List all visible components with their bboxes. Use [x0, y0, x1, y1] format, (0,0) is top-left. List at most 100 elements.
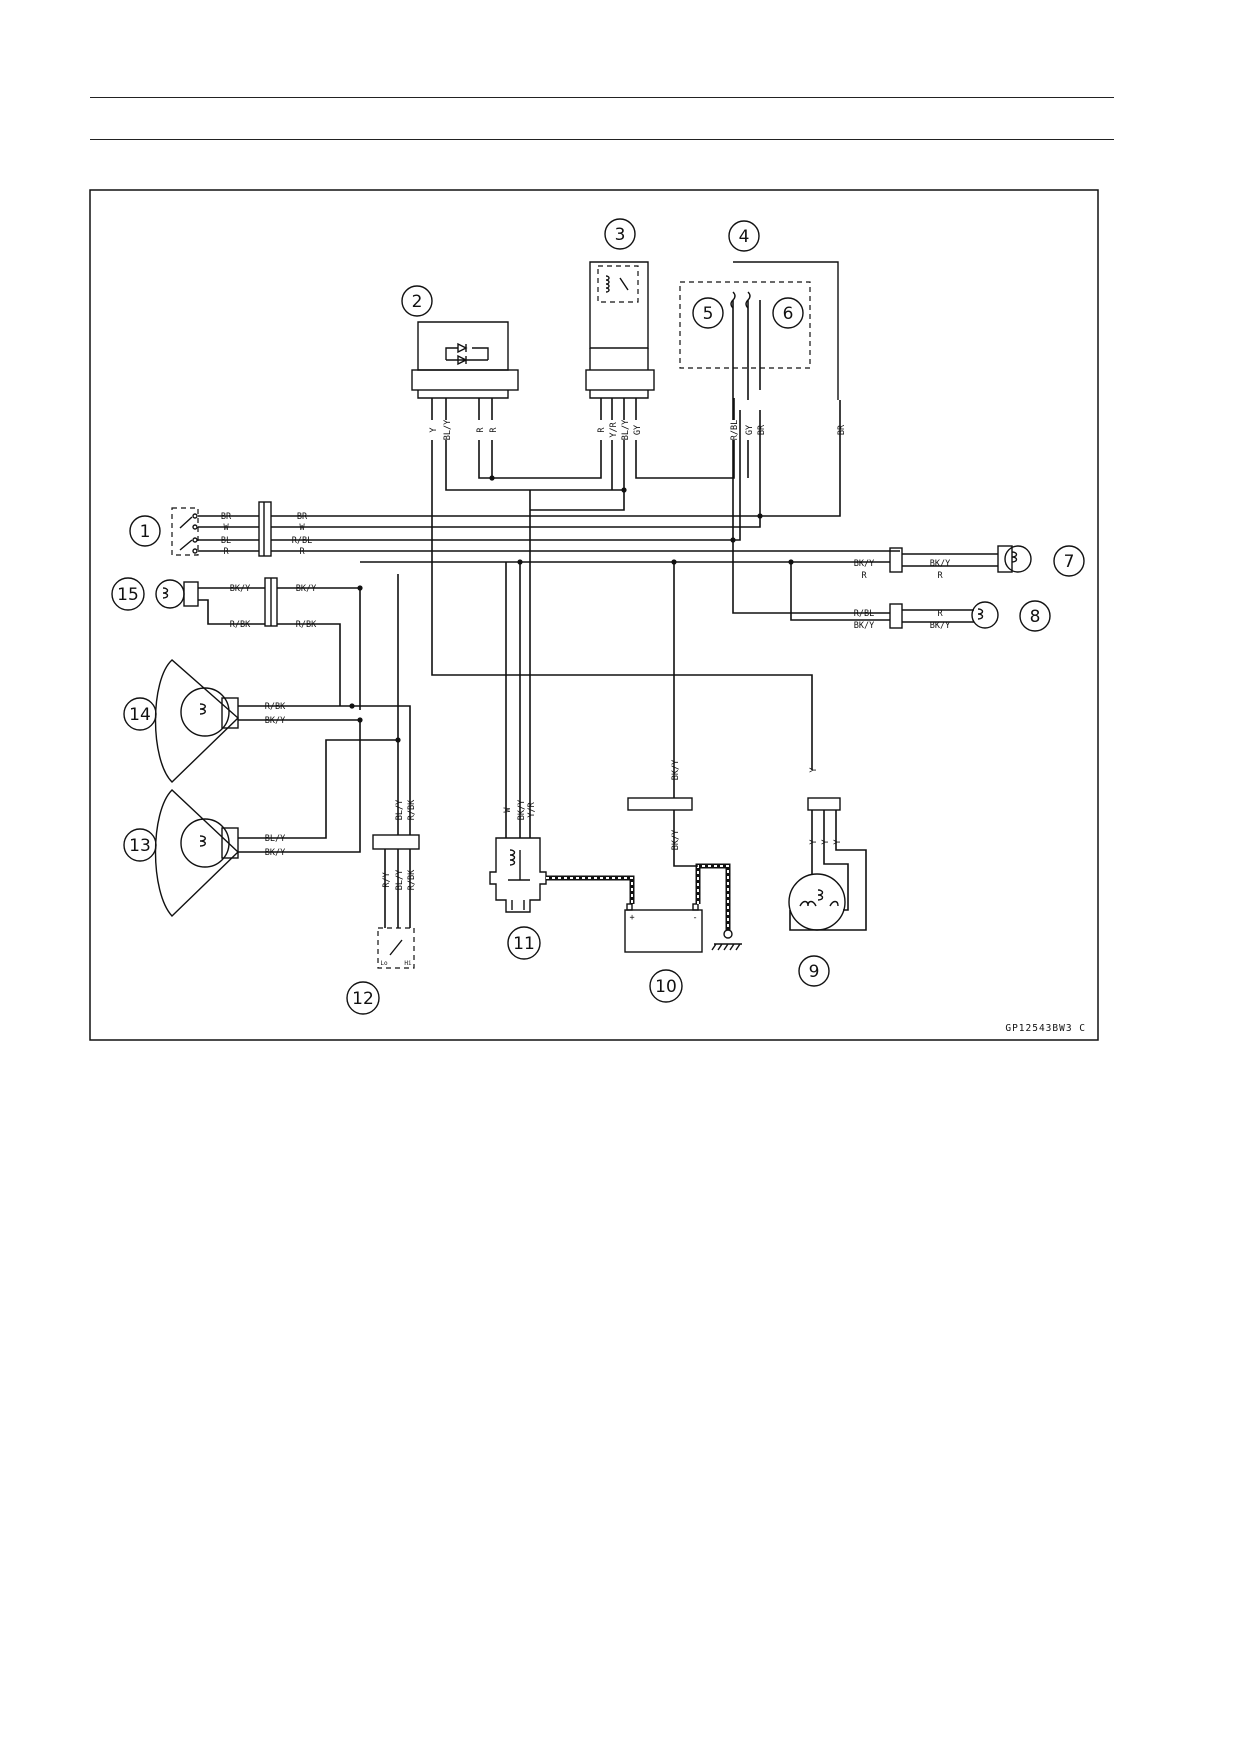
wire-label: BK/Y — [671, 760, 681, 780]
callout-4: 4 — [728, 220, 760, 252]
wire-label: W — [223, 523, 229, 533]
labels-c8: R/BL BK/Y R BK/Y — [854, 609, 950, 631]
callout-1-text: 1 — [140, 522, 151, 542]
callout-7-text: 7 — [1064, 552, 1075, 572]
diagram-frame — [89, 189, 1099, 1041]
callout-4-text: 4 — [739, 227, 750, 247]
wire-label: BR — [221, 512, 232, 522]
labels-c7: BK/Y R BK/Y R — [854, 559, 950, 581]
component-3-relay — [585, 261, 655, 399]
wire-label: R/BK — [296, 620, 317, 630]
labels-switch-left: BR W BL R — [221, 512, 232, 557]
callout-12-text: 12 — [352, 989, 374, 1009]
component-15-lamp — [155, 577, 278, 627]
wire-label: BL/Y — [395, 800, 405, 820]
wire-label: BL/Y — [265, 834, 285, 844]
callout-5: 5 — [692, 297, 724, 329]
wire-label: R — [489, 427, 499, 433]
wire-label: R — [937, 609, 943, 619]
callout-2-text: 2 — [412, 292, 423, 312]
labels-c9: Y Y Y Y — [809, 767, 843, 844]
component-4-fuse-box — [679, 261, 839, 400]
wire-label: R/BL — [854, 609, 874, 619]
wire-label: Y/R — [527, 801, 537, 817]
wire-label: BR — [297, 512, 308, 522]
callout-6: 6 — [772, 297, 804, 329]
callout-14-text: 14 — [129, 705, 151, 725]
callout-13: 13 — [123, 828, 157, 862]
callout-13-text: 13 — [129, 836, 151, 856]
wire-label: BK/Y — [854, 621, 874, 631]
wire-label: W — [299, 523, 305, 533]
component-13-headlight — [154, 789, 240, 918]
labels-c11: W BK/Y Y/R — [503, 800, 537, 820]
callout-3-text: 3 — [615, 225, 626, 245]
wire-label: R/BK — [407, 869, 417, 890]
wire-label: GY — [633, 425, 643, 435]
labels-c4: R/BL GY BR BR — [730, 420, 847, 440]
wire-label: BL/Y — [443, 420, 453, 440]
callout-6-text: 6 — [783, 304, 794, 324]
wire-label: Y — [821, 839, 831, 844]
labels-c10: BK/Y BK/Y + - — [629, 760, 697, 923]
wire-label: BK/Y — [265, 848, 285, 858]
labels-c2: Y BL/Y R R — [429, 420, 499, 440]
component-8-lamp — [889, 601, 999, 629]
wire-label: BR — [757, 424, 767, 435]
callout-9-text: 9 — [809, 962, 820, 982]
wire-label: BK/Y — [265, 716, 285, 726]
wire-label: BK/Y — [296, 584, 316, 594]
wire-label: R/BK — [230, 620, 251, 630]
callout-11-text: 11 — [513, 934, 535, 954]
wire-label: Y — [809, 767, 819, 772]
wire-label: BK/Y — [930, 559, 950, 569]
wire-label: BK/Y — [230, 584, 250, 594]
wire-label: R — [476, 427, 486, 433]
component-11-starter-relay — [489, 837, 547, 913]
wire-label: R/BL — [730, 420, 740, 440]
wire-label: R — [223, 547, 229, 557]
labels-switch-right: BR W R/BL R — [292, 512, 312, 557]
diagram-code: GP12543BW3 C — [1005, 1023, 1086, 1034]
wire-label: R/Y — [382, 872, 392, 887]
callout-15: 15 — [111, 577, 145, 611]
header-rule-bottom — [90, 139, 1114, 140]
wire-label: R/BK — [407, 799, 417, 820]
switch-lo-label: Lo — [380, 960, 388, 967]
callout-1: 1 — [129, 515, 161, 547]
component-2-diode-unit — [411, 321, 519, 399]
wire-label: R — [861, 571, 867, 581]
callout-9: 9 — [798, 955, 830, 987]
wire-label: R — [597, 427, 607, 433]
callout-10-text: 10 — [655, 977, 677, 997]
wire-label: Y/R — [609, 421, 619, 437]
component-1-switch — [171, 501, 272, 557]
callout-8: 8 — [1019, 600, 1051, 632]
component-7-lamp — [889, 545, 1032, 573]
callout-8-text: 8 — [1030, 607, 1041, 627]
wire-label: R — [299, 547, 305, 557]
wire-label: BL — [221, 536, 231, 546]
junction-dots — [349, 475, 794, 743]
labels-c12: BL/Y R/BK R/Y BL/Y R/BK Lo Hi — [380, 799, 417, 967]
callout-5-text: 5 — [703, 304, 714, 324]
wire-label: Y — [809, 839, 819, 844]
switch-hi-label: Hi — [404, 960, 412, 967]
wire-label: R — [937, 571, 943, 581]
callout-14: 14 — [123, 697, 157, 731]
header-rule-top — [90, 97, 1114, 98]
wire-label: BK/Y — [930, 621, 950, 631]
callout-12: 12 — [346, 981, 380, 1015]
battery-minus-label: - — [692, 913, 697, 923]
component-14-headlight — [154, 659, 240, 783]
wire-label: BK/Y — [854, 559, 874, 569]
component-12-dimmer-switch — [372, 834, 420, 969]
wire-label: Y — [429, 427, 439, 432]
callout-10: 10 — [649, 969, 683, 1003]
wire-label: R/BL — [292, 536, 312, 546]
callout-7: 7 — [1053, 545, 1085, 577]
wire-label: BL/Y — [395, 870, 405, 890]
wires — [198, 300, 998, 931]
wire-label: R/BK — [265, 702, 286, 712]
wire-label: BK/Y — [671, 830, 681, 850]
